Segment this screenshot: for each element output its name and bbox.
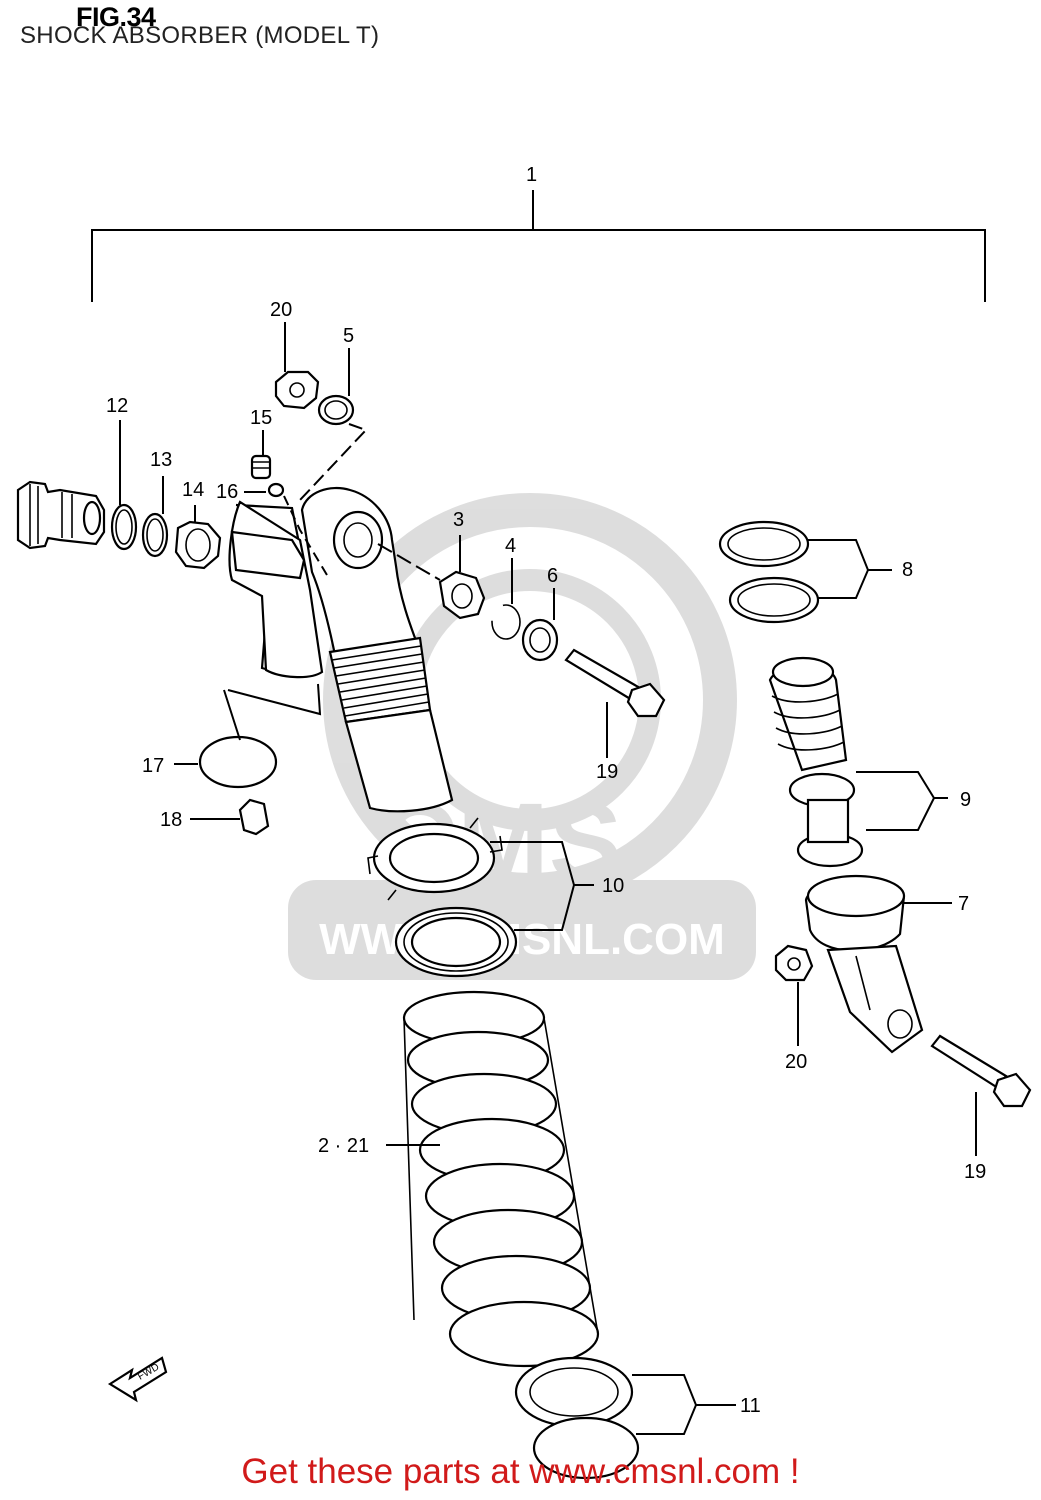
callout-6: 6: [547, 565, 558, 587]
callout-18: 18: [160, 809, 182, 831]
bushing-14: [174, 520, 222, 570]
assembly-bracket: [91, 190, 986, 302]
callout-14: 14: [182, 479, 204, 501]
spring-2-21: [402, 990, 600, 1368]
watermark-url-text: WWW.CMSNL.COM: [319, 915, 725, 964]
callout-19-lower: 19: [964, 1161, 986, 1183]
callout-labels: 1 20 5 12 13 15 14 16 3 4 6 8 9 19 17 18…: [106, 164, 986, 1417]
callout-2-21: 2 · 21: [318, 1135, 369, 1157]
fwd-direction-arrow: FWD: [107, 1356, 168, 1403]
circlip-17: [198, 735, 278, 789]
callout-11: 11: [740, 1395, 761, 1417]
washer-5: [317, 394, 355, 426]
bolt-19-lower: [930, 1034, 1032, 1108]
callout-8: 8: [902, 559, 913, 581]
clip-4: [491, 604, 521, 640]
callout-10: 10: [602, 875, 624, 897]
nut-20-top: [274, 370, 320, 410]
spring-seat-11: [514, 1356, 640, 1480]
bump-ring-8: [718, 520, 820, 624]
seal-6: [521, 618, 559, 662]
valve-15: [250, 454, 272, 480]
shock-body: [228, 486, 454, 813]
callout-16: 16: [216, 481, 238, 503]
adjuster-knob: [16, 480, 106, 550]
figure-title: FIG.34: [76, 2, 156, 32]
callout-12: 12: [106, 395, 128, 417]
figure-subtitle: SHOCK ABSORBER (MODEL T): [20, 22, 380, 49]
callout-4: 4: [505, 535, 516, 557]
spring-nut-10-lower: [394, 906, 518, 978]
footer-cta-link[interactable]: Get these parts at www.cmsnl.com !: [241, 1452, 800, 1491]
spring-nut-10-upper: [367, 817, 503, 901]
leader-lines: [119, 322, 977, 1435]
collar-3: [438, 570, 486, 620]
callout-15: 15: [250, 407, 272, 429]
cap-18: [238, 798, 270, 836]
damper-rod-assembly: [768, 656, 924, 1054]
callout-20-top: 20: [270, 299, 292, 321]
callout-13: 13: [150, 449, 172, 471]
callout-3: 3: [453, 509, 464, 531]
callout-20-lower: 20: [785, 1051, 807, 1073]
bolt-19-upper: [564, 648, 666, 718]
callout-19-upper: 19: [596, 761, 618, 783]
o-ring-16: [267, 482, 285, 498]
callout-5: 5: [343, 325, 354, 347]
callout-1: 1: [526, 164, 537, 186]
nut-20-lower: [774, 944, 814, 982]
callout-9: 9: [960, 789, 971, 811]
callout-17: 17: [142, 755, 164, 777]
callout-7: 7: [958, 893, 969, 915]
